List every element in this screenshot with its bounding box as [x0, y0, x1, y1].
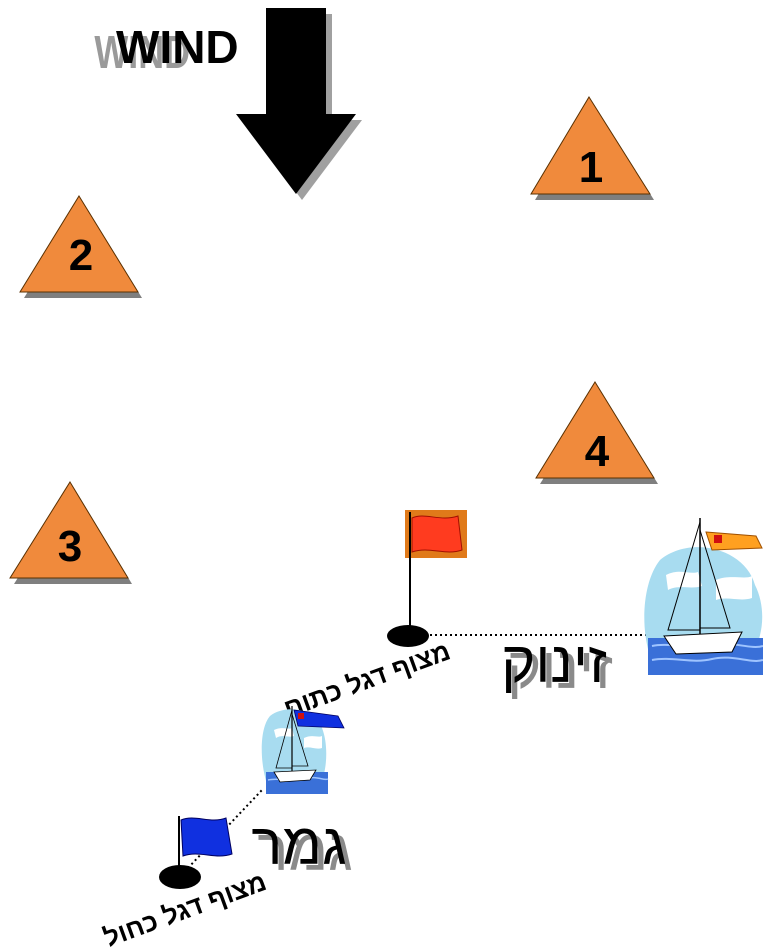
sailboat-small-icon [262, 706, 344, 794]
mark-4-number: 4 [585, 427, 610, 476]
wind-label-group: WIND WIND [94, 21, 238, 78]
mark-2: 2 [20, 196, 142, 298]
mark-2-number: 2 [69, 231, 93, 280]
finish-label-group: גמר גמר [251, 812, 352, 883]
blue-flag-buoy [159, 816, 232, 889]
start-label: זינוק [501, 630, 607, 695]
sailboat-large-icon [644, 518, 763, 675]
mark-3: 3 [10, 482, 132, 584]
wind-arrow-icon [236, 8, 362, 200]
start-label-group: זינוק זינוק [501, 630, 613, 701]
orange-flag-buoy [387, 510, 467, 647]
orange-buoy-label-group: מצוף דגל כתום [280, 636, 455, 724]
finish-label: גמר [251, 812, 346, 877]
mark-1: 1 [531, 97, 654, 200]
mark-3-number: 3 [58, 522, 82, 571]
wind-label: WIND [116, 21, 239, 73]
mark-1-number: 1 [579, 143, 603, 192]
mark-4: 4 [536, 382, 658, 484]
orange-buoy-label: מצוף דגל כתום [280, 636, 455, 724]
